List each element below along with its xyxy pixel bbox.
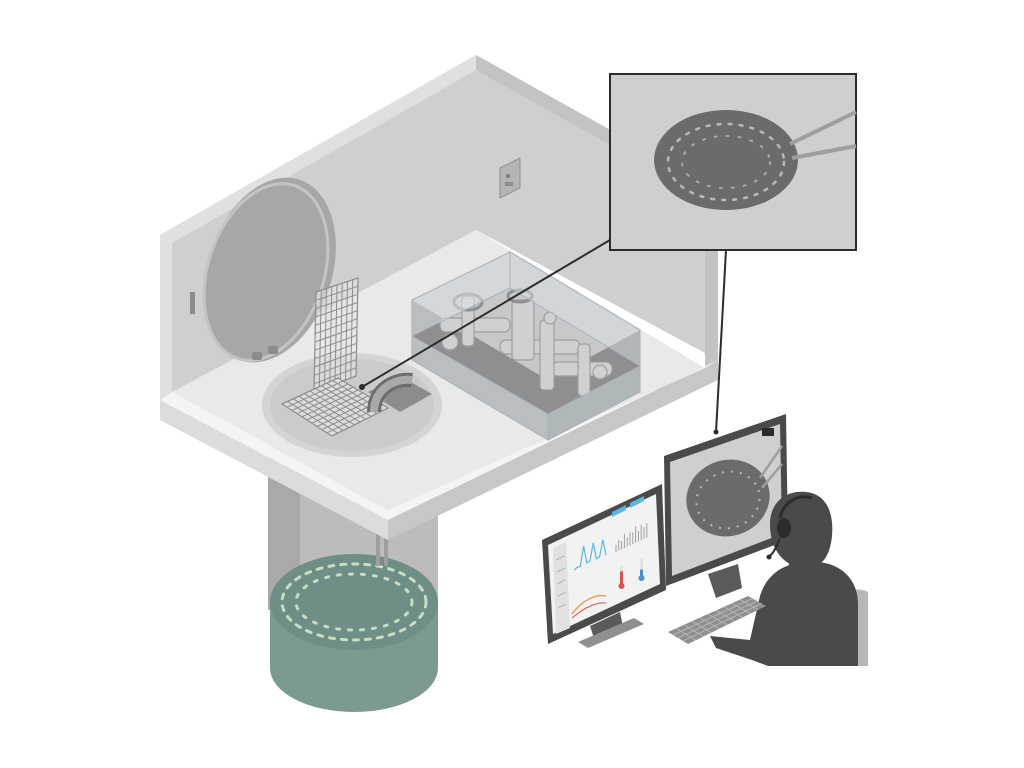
keyboard-col [707, 613, 728, 626]
chart-series-line [573, 539, 607, 571]
callout-zoom [361, 73, 857, 435]
mesh-line [313, 367, 357, 385]
mesh-line [315, 285, 358, 301]
room-slab-top [160, 360, 718, 520]
operator-icon [710, 491, 858, 666]
operator-head [770, 491, 833, 568]
headset-icon [778, 495, 813, 519]
callout-disc [654, 110, 798, 210]
dashboard-chart-right [615, 523, 648, 552]
operator-body [710, 561, 858, 666]
keyboard-icon [668, 596, 766, 644]
keyboard-col [723, 606, 743, 618]
keyboard-col [691, 620, 712, 634]
mesh-line [314, 342, 357, 360]
mesh-line [314, 326, 358, 343]
thermometer-hot-icon [618, 566, 625, 589]
mesh-line [315, 293, 358, 310]
liquid-surface [270, 554, 438, 650]
keyboard-col [731, 602, 751, 615]
wall-panel-icon [499, 157, 521, 199]
thermometer-cold-icon [638, 558, 645, 581]
mesh-line [315, 277, 359, 293]
keyboard-col [699, 617, 720, 630]
room-slab-front-right [388, 360, 718, 540]
enclosure-glass-left [547, 365, 641, 441]
hatch-opening [359, 372, 432, 413]
callout-leader-hatch [361, 239, 611, 388]
dashboard-chart-left [573, 539, 607, 571]
mesh-line [306, 392, 364, 421]
keyboard-col [715, 609, 736, 622]
camera-badge-icon [762, 428, 774, 436]
liquid-foam [280, 562, 428, 642]
trend-line-icon [571, 594, 607, 615]
callout-probe-a [789, 110, 857, 146]
room-slab-front-left [160, 400, 388, 540]
mesh-line [314, 334, 358, 351]
monitor-right-disc [686, 459, 770, 537]
tank-pipe-right [384, 520, 388, 566]
dashboard-sidebar [555, 555, 567, 609]
monitor-right [664, 414, 788, 598]
monitor-left [542, 484, 666, 648]
mesh-line [315, 387, 366, 420]
keyboard-col [675, 627, 697, 641]
valve-assembly [439, 288, 613, 397]
operator-neck [788, 556, 814, 576]
callout-probe-b [791, 144, 857, 160]
keyboard-col [683, 624, 704, 637]
mesh-line [315, 310, 358, 326]
tank-pipe-left [376, 520, 380, 566]
callout-leader-monitor [715, 249, 727, 433]
mesh-line [314, 359, 357, 376]
mesh-line [314, 351, 357, 368]
keyboard-col [739, 599, 759, 611]
mesh-line [320, 385, 372, 417]
mesh-line [331, 407, 389, 437]
mesh-line [311, 395, 369, 424]
mesh-line [316, 398, 374, 427]
mesh-line [315, 318, 358, 335]
mesh-line [315, 302, 358, 318]
